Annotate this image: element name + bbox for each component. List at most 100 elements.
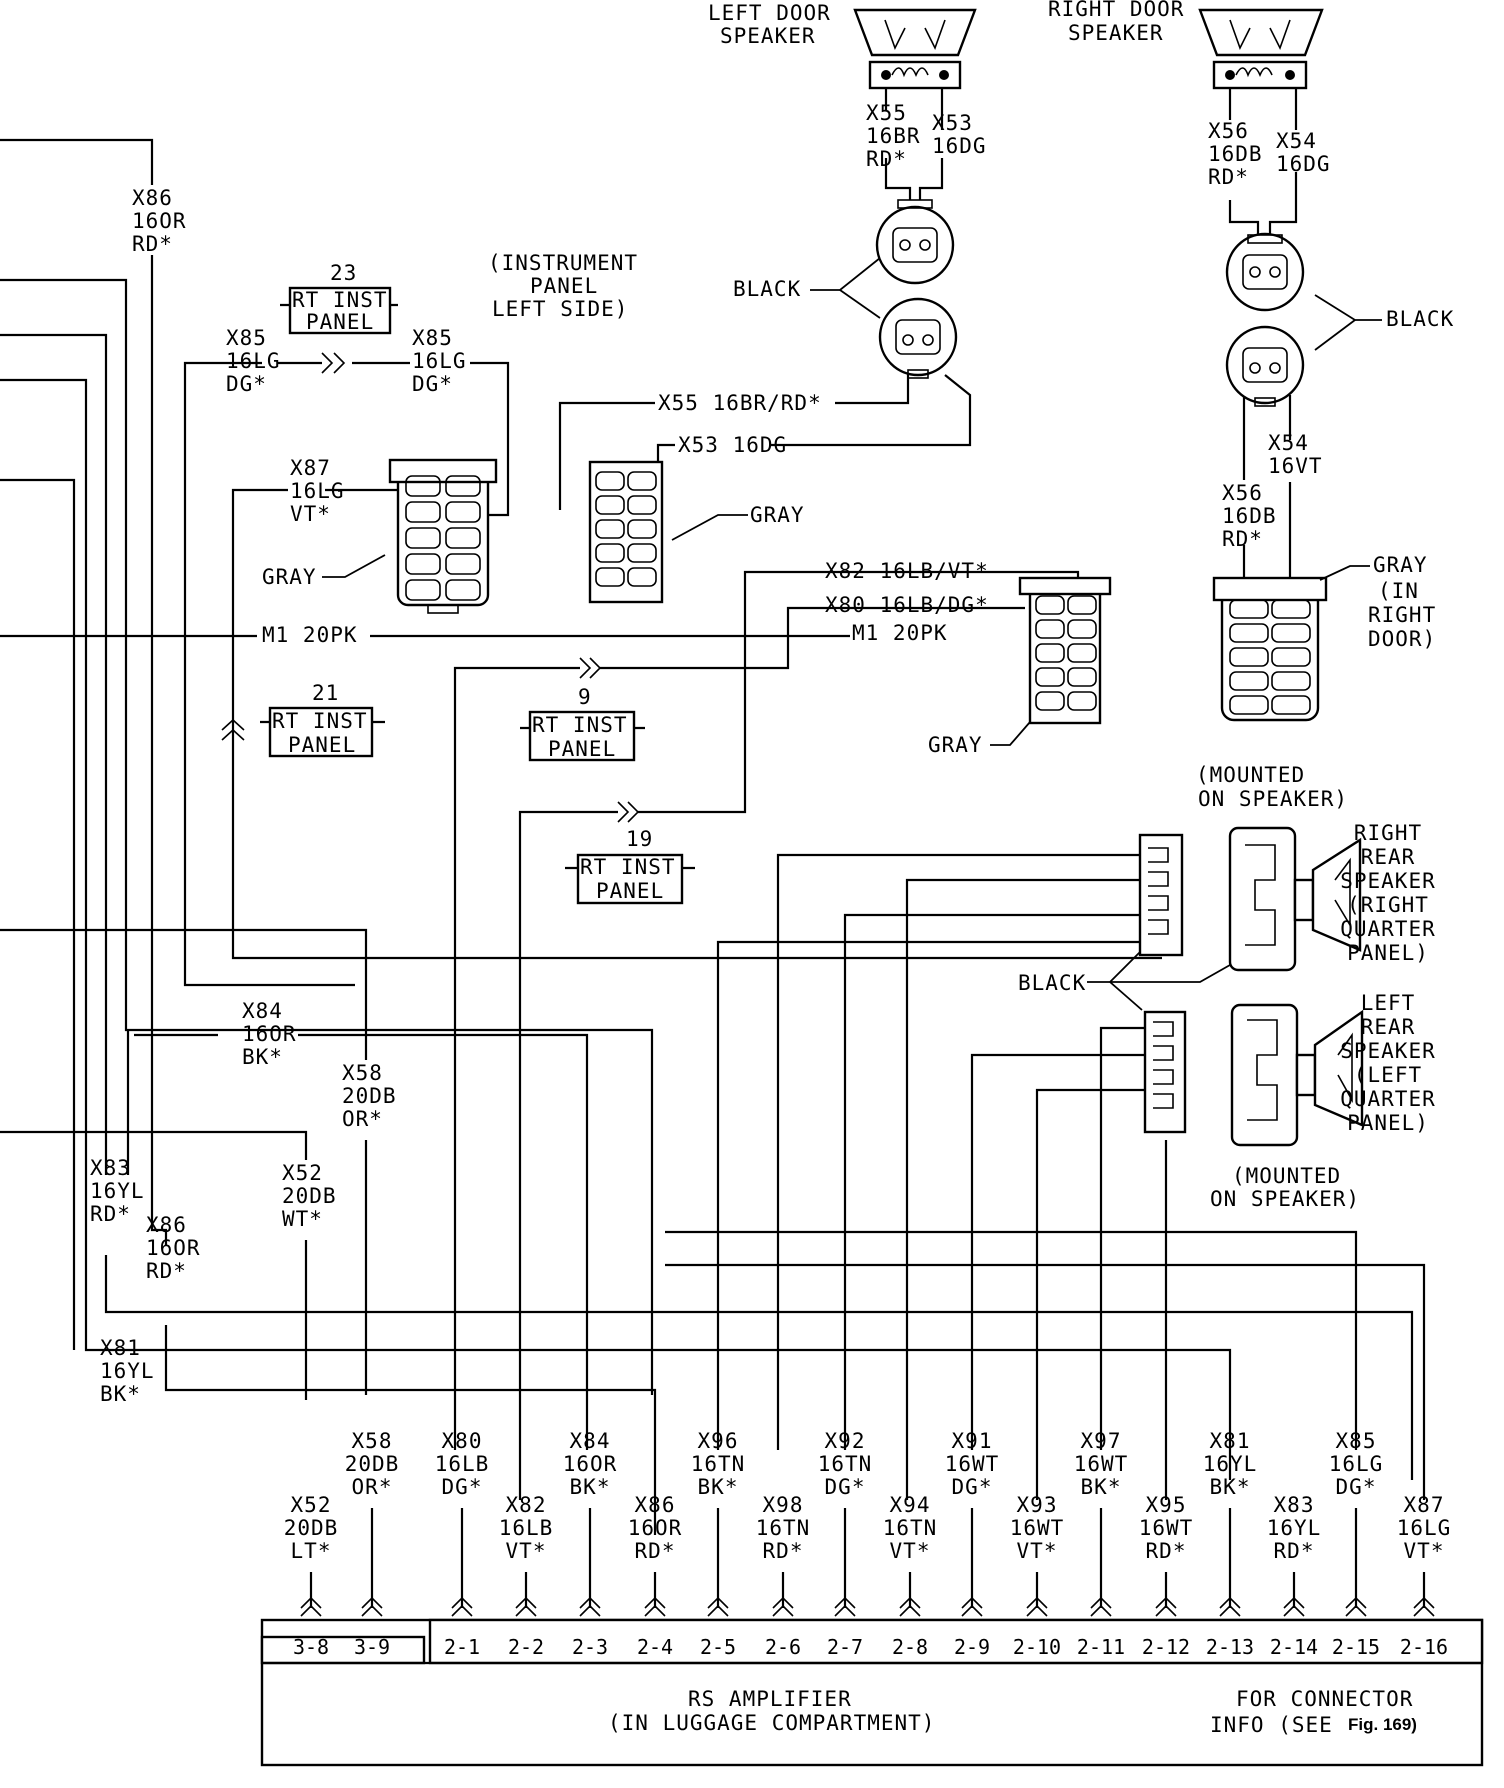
connector-cavity: [1229, 671, 1269, 691]
black-label-rear: BLACK: [1018, 971, 1086, 995]
amp-wire-label: 16YL: [1203, 1452, 1258, 1476]
amp-wire-label: VT*: [506, 1539, 547, 1563]
pin-connector-chevron: [1155, 1596, 1177, 1617]
wire-label-line: X56: [1208, 119, 1249, 143]
rear-speaker-label-line: REAR: [1361, 1015, 1416, 1039]
connector-cavity: [1271, 623, 1311, 643]
wire-label-line: RD*: [1222, 527, 1263, 551]
amplifier-pin: 2-7: [827, 1635, 863, 1659]
amp-wire-label: DG*: [442, 1475, 483, 1499]
connector-cavity: [1067, 595, 1097, 615]
wire-label-line: X84: [242, 999, 283, 1023]
amp-wire-label: X52: [291, 1493, 332, 1517]
wire-label-line: DG*: [412, 372, 453, 396]
connector-cavity: [1229, 695, 1269, 715]
amp-wire-label: DG*: [825, 1475, 866, 1499]
connector-cavity: [1067, 619, 1097, 639]
amp-wire-label: RD*: [1274, 1539, 1315, 1563]
amp-wire-label: 16LB: [435, 1452, 490, 1476]
amp-wire-label: VT*: [1017, 1539, 1058, 1563]
left-door-speaker-label-1: LEFT DOOR: [708, 1, 831, 25]
connector-cavity: [405, 475, 441, 497]
amplifier-pin: 3-8: [293, 1635, 329, 1659]
wire-label-line: RD*: [866, 147, 907, 171]
connector-cavity: [627, 543, 657, 563]
amp-wire-label: RD*: [763, 1539, 804, 1563]
mounted-bottom-1: (MOUNTED: [1232, 1164, 1341, 1188]
amplifier-pin: 3-9: [354, 1635, 390, 1659]
wire-label-line: 16OR: [242, 1022, 297, 1046]
black-arrow-left-a: [810, 257, 881, 291]
wire-m1-left: M1 20PK: [262, 623, 358, 647]
connector-cavity: [1035, 619, 1065, 639]
amp-wire-label: BK*: [1081, 1475, 1122, 1499]
amplifier-pin: 2-9: [954, 1635, 990, 1659]
wire-label-line: 20DB: [282, 1184, 337, 1208]
amp-wire-label: LT*: [291, 1539, 332, 1563]
left-door-round-connector-upper: [875, 199, 955, 285]
mounted-top-2: ON SPEAKER): [1198, 787, 1348, 811]
wire-label-line: 20DB: [342, 1084, 397, 1108]
connector-cavity: [1035, 667, 1065, 687]
right-rear-speaker-connector: [1138, 833, 1184, 957]
rear-speaker-label-line: (LEFT: [1354, 1063, 1422, 1087]
rear-speaker-label-line: REAR: [1361, 845, 1416, 869]
wire-label-line: RD*: [1208, 165, 1249, 189]
splice-23-line1: RT INST: [292, 288, 388, 312]
right-door-speaker-label-2: SPEAKER: [1068, 21, 1164, 45]
connector-cavity: [595, 567, 625, 587]
wire-label-line: 16VT: [1268, 454, 1323, 478]
pin-connector-chevron: [361, 1596, 383, 1617]
connector-cavity: [445, 579, 481, 601]
amp-wire-label: 20DB: [345, 1452, 400, 1476]
gray-label-3: GRAY: [928, 733, 983, 757]
wire-label-line: X83: [90, 1156, 131, 1180]
wire-label-line: 16YL: [90, 1179, 145, 1203]
amp-wire-label: X81: [1210, 1429, 1251, 1453]
right-door-speaker-label-1: RIGHT DOOR: [1048, 0, 1184, 21]
wire-label-line: RD*: [132, 232, 173, 256]
wire-group: [0, 85, 1426, 1608]
amp-wire-label: DG*: [952, 1475, 993, 1499]
rear-speaker-label-line: PANEL): [1347, 1111, 1429, 1135]
wire-label-line: 16DG: [932, 134, 987, 158]
pin-connector-chevron: [1090, 1596, 1112, 1617]
amplifier-pin: 2-14: [1270, 1635, 1318, 1659]
splice-9-line2: PANEL: [548, 737, 616, 761]
amp-wire-label: 16OR: [563, 1452, 618, 1476]
mounted-bottom-2: ON SPEAKER): [1210, 1187, 1360, 1211]
connector-cavity: [1229, 599, 1269, 619]
splice-21-number: 21: [312, 681, 339, 705]
rear-speaker-label-line: QUARTER: [1340, 1087, 1436, 1111]
amp-wire-label: VT*: [890, 1539, 931, 1563]
connector-cavity: [445, 501, 481, 523]
splice-23: 23 RT INST PANEL: [280, 261, 398, 335]
wire-label-line: DG*: [226, 372, 267, 396]
amplifier-pin: 2-10: [1013, 1635, 1061, 1659]
pin-connector-chevron: [300, 1596, 322, 1617]
wire-label-line: OR*: [342, 1107, 383, 1131]
amplifier-pin: 2-4: [637, 1635, 673, 1659]
pin-connector-chevron: [899, 1596, 921, 1617]
connector-cavity: [1067, 691, 1097, 711]
splice-9-line1: RT INST: [532, 713, 628, 737]
amp-wire-label: X96: [698, 1429, 739, 1453]
inline-connector-x80: [579, 657, 602, 679]
rear-speaker-label-line: (RIGHT: [1347, 893, 1429, 917]
black-arrow-right-b: [1314, 319, 1356, 351]
amp-wire-label: 20DB: [284, 1516, 339, 1540]
splice-23-line2: PANEL: [306, 310, 374, 334]
amp-wire-label: RD*: [635, 1539, 676, 1563]
inline-connector-x87: [221, 718, 245, 741]
connector-cavity: [445, 553, 481, 575]
connector-cavity: [627, 567, 657, 587]
rear-speaker-label-line: SPEAKER: [1340, 869, 1436, 893]
amplifier-location: (IN LUGGAGE COMPARTMENT): [608, 1711, 935, 1735]
amp-wire-label: 16TN: [756, 1516, 811, 1540]
gray-label-right: GRAY: [1373, 553, 1428, 577]
wire-label-line: X55: [866, 101, 907, 125]
wire-label-line: 16LG: [412, 349, 467, 373]
splice-21-line2: PANEL: [288, 733, 356, 757]
gray-label-1: GRAY: [262, 565, 317, 589]
connector-cavity: [627, 495, 657, 515]
